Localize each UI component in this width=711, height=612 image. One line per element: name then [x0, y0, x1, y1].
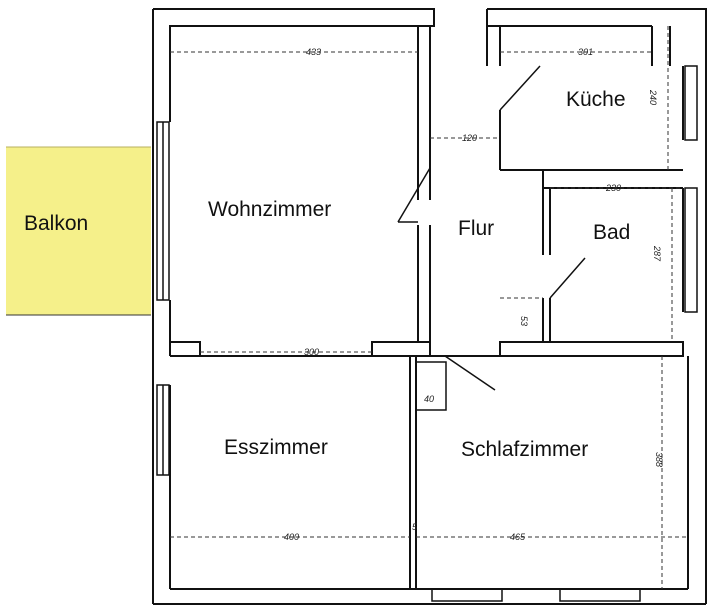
balcony-area: [6, 147, 151, 315]
dim-wohnzimmer-width: 433: [306, 47, 321, 57]
wall-top-left: [153, 8, 435, 122]
room-label-esszimmer: Esszimmer: [224, 436, 328, 459]
wall-wohnzimmer-right: [417, 26, 431, 342]
balcony: Balkon: [6, 146, 151, 316]
door-wohnzimmer: [397, 167, 431, 223]
interior-walls: [170, 26, 684, 589]
dim-schlafzimmer-depth: 388: [654, 452, 664, 467]
doors: [397, 65, 586, 411]
windows: [156, 65, 698, 602]
dim-schlafzimmer-width: 465: [510, 532, 526, 542]
dim-bad-depth: 287: [652, 245, 662, 262]
wall-right-inner: [669, 26, 689, 589]
wall-top-right: [487, 8, 707, 604]
door-kueche: [499, 65, 541, 111]
wall-bad-left: [542, 188, 551, 255]
wall-bad-bottom: [499, 341, 684, 357]
room-label-schlafzimmer: Schlafzimmer: [461, 438, 588, 461]
room-labels: Wohnzimmer Küche Flur Bad Esszimmer Schl…: [208, 88, 630, 461]
door-bad: [549, 257, 586, 299]
door-schlafzimmer: [444, 355, 496, 391]
wall-bad-left-lower: [542, 298, 551, 342]
balcony-label: Balkon: [24, 212, 88, 235]
dim-bad-width: 230: [605, 183, 621, 193]
dimension-labels: 433 301 240 120 230 287 53 300 40 400 46…: [284, 47, 664, 542]
dim-flur-width: 120: [462, 133, 477, 143]
wall-kueche-left: [486, 26, 501, 170]
room-label-wohnzimmer: Wohnzimmer: [208, 198, 331, 221]
window-bottom-1: [431, 588, 503, 602]
dim-wall-mark: 5: [412, 522, 418, 532]
dim-kueche-width: 301: [578, 47, 593, 57]
room-label-kueche: Küche: [566, 88, 626, 111]
window-kueche: [684, 65, 698, 141]
room-label-bad: Bad: [593, 221, 630, 244]
dim-flur-small: 40: [424, 394, 434, 404]
room-label-flur: Flur: [458, 217, 494, 240]
dim-kueche-depth: 240: [648, 89, 658, 105]
window-bottom-2: [559, 588, 641, 602]
dim-wohn-bottom: 300: [304, 347, 319, 357]
door-small-box: [415, 361, 447, 411]
dim-bad-door: 53: [519, 316, 529, 326]
wall-ess-schlaf: [409, 356, 417, 589]
outer-walls: [152, 8, 707, 605]
wall-wohnzimmer-bottom: [170, 341, 431, 357]
dim-esszimmer-width: 400: [284, 532, 299, 542]
window-bad: [684, 187, 698, 313]
wall-top-right-inner: [486, 9, 652, 27]
wall-kueche-bottom: [500, 169, 683, 189]
dimension-lines: [170, 26, 688, 589]
